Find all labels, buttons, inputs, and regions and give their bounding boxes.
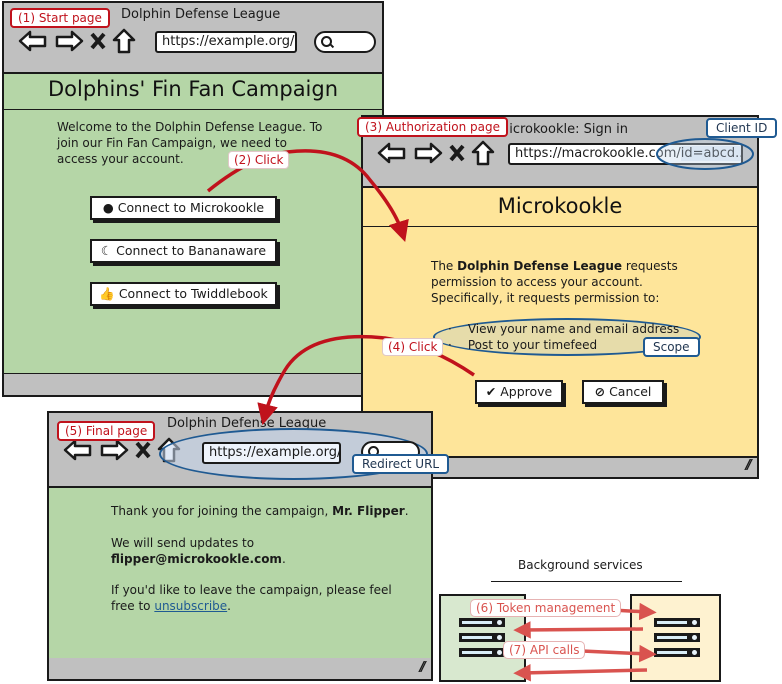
window-title: Microkookle: Sign in [498,122,628,137]
page-heading: Microkookle [497,194,623,218]
button-label: Approve [500,384,553,399]
provider-server [630,594,721,682]
url-base: https://macrokookle.com/ [515,146,681,161]
thank-you-text: Thank you for joining the campaign, Mr. … [111,503,411,519]
status-bar: // [363,458,757,477]
final-page-content: Thank you for joining the campaign, Mr. … [49,486,431,660]
user-name: Mr. Flipper [332,504,405,518]
resize-grip-icon[interactable]: // [745,458,752,473]
scope-item: ·View your name and email address [448,322,680,336]
status-bar [4,374,382,395]
nav-toolbar [377,140,495,166]
intro-text: Welcome to the Dolphin Defense League. T… [57,120,323,166]
permission-request-text: The Dolphin Defense League requests perm… [431,258,681,306]
text-fragment: . [281,552,286,566]
home-icon[interactable] [112,28,136,54]
text-fragment: The [431,259,458,273]
cancel-button[interactable]: ⊘Cancel [582,380,664,404]
stop-x-icon[interactable] [90,32,106,50]
search-box[interactable] [314,31,376,53]
redirect-url-label: Redirect URL [352,454,450,474]
scope-text: Post to your timefeed [467,338,598,352]
authorization-page-label: (3) Authorization page [357,117,508,137]
back-arrow-icon[interactable] [63,439,93,461]
address-bar[interactable]: https://example.org/ [155,31,297,53]
token-response-arrow [513,621,644,639]
server-rack-icon [459,648,505,657]
start-page-window: Dolphin Defense League https://example.o… [2,1,384,397]
server-rack-icon [654,648,700,657]
button-label: Cancel [609,384,652,399]
resize-grip-icon[interactable]: // [419,660,426,675]
checkmark-icon: ✔ [485,384,497,399]
api-response-arrow [513,664,648,682]
forward-arrow-icon[interactable] [99,439,129,461]
text-fragment: requests permission to access your accou… [431,259,678,305]
text-fragment: If you'd like to leave the campaign, ple… [111,583,392,613]
server-rack-icon [654,633,700,642]
heading-divider [4,109,382,110]
click-4-label: (4) Click [382,338,444,356]
server-rack-icon [654,618,700,627]
search-icon [321,36,332,47]
text-fragment: Thank you for joining the campaign, [111,504,333,518]
button-label: Connect to Twiddlebook [118,286,268,301]
window-title: Dolphin Defense League [121,7,281,22]
connect-bananaware-button[interactable]: ☾Connect to Bananaware [90,239,277,263]
forward-arrow-icon[interactable] [413,142,443,164]
moon-icon: ☾ [100,243,113,258]
nav-toolbar [18,28,136,54]
forward-arrow-icon[interactable] [54,30,84,52]
final-page-window: Dolphin Defense League https://example.o… [47,411,433,681]
server-rack-icon [459,618,505,627]
address-bar[interactable]: https://macrokookle.com/id=abcd... [508,143,743,165]
home-icon[interactable] [471,140,495,166]
approve-button[interactable]: ✔Approve [475,380,563,404]
page-heading: Dolphins' Fin Fan Campaign [47,77,339,101]
heading-divider [363,226,757,227]
thumbs-up-icon: 👍 [99,286,115,301]
server-rack-icon [459,633,505,642]
start-page-content: Dolphins' Fin Fan Campaign Welcome to th… [4,72,382,375]
cancel-circle-icon: ⊘ [594,384,606,399]
globe-icon: ● [102,200,114,215]
scope-text: View your name and email address [467,322,680,336]
scope-item: ·Post to your timefeed [448,338,598,352]
stop-x-icon[interactable] [449,144,465,162]
connect-twiddlebook-button[interactable]: 👍Connect to Twiddlebook [90,282,277,306]
unsubscribe-link[interactable]: unsubscribe [154,599,228,613]
api-calls-label: (7) API calls [503,641,586,659]
back-arrow-icon[interactable] [18,30,48,52]
client-id-label: Client ID [706,118,778,138]
background-services-underline [491,581,682,582]
unsubscribe-text: If you'd like to leave the campaign, ple… [111,582,401,614]
back-arrow-icon[interactable] [377,142,407,164]
token-management-label: (6) Token management [470,599,622,617]
text-fragment: We will send updates to [111,536,255,550]
scope-label: Scope [643,337,700,357]
final-page-label: (5) Final page [57,421,156,441]
text-fragment: . [227,599,231,613]
requesting-app-name: Dolphin Defense League [457,259,623,273]
button-label: Connect to Bananaware [116,243,267,258]
stop-x-icon[interactable] [135,441,151,459]
background-services-title: Background services [518,558,643,572]
text-fragment: . [404,504,409,518]
url-client-id-param: id=abcd... [680,146,741,161]
status-bar: // [49,658,431,679]
address-bar[interactable]: https://example.org/ [202,442,341,464]
start-page-label: (1) Start page [10,8,110,28]
button-label: Connect to Microkookle [117,200,265,215]
click-2-label: (2) Click [228,151,290,169]
connect-microkookle-button[interactable]: ●Connect to Microkookle [90,196,277,220]
updates-text: We will send updates to flipper@microkoo… [111,535,411,567]
user-email: flipper@microkookle.com [111,552,282,566]
